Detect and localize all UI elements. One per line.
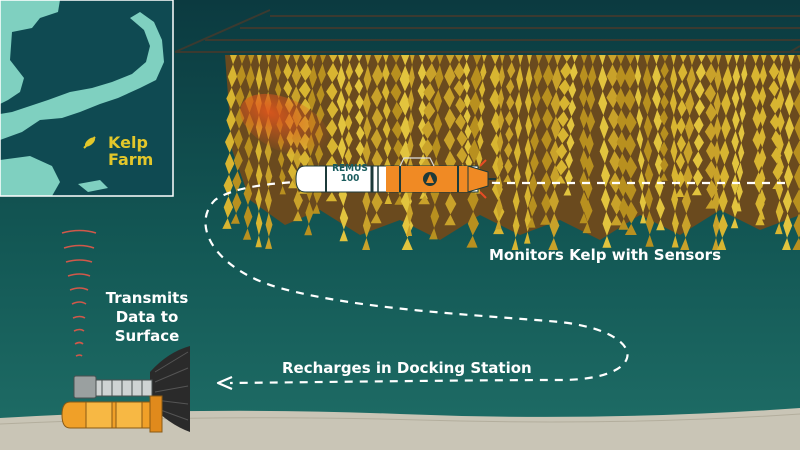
kelp-blade — [563, 55, 578, 196]
map-land-cape — [0, 12, 164, 140]
kelp-blade — [474, 55, 487, 194]
map-label-line1: Kelp — [108, 133, 148, 152]
kelp-blade — [704, 55, 718, 209]
monitor-label: Monitors Kelp with Sensors — [489, 246, 721, 264]
kelp-blade — [782, 55, 795, 250]
kelp-blade — [792, 55, 800, 250]
map-land-south — [0, 156, 60, 196]
kelp-blade — [362, 55, 372, 250]
vehicle-name-line1: REMUS — [332, 163, 368, 174]
kelp-blade — [336, 55, 349, 242]
kelp-blade — [598, 55, 612, 248]
kelp-blade — [503, 55, 516, 183]
kelp-blade — [634, 55, 647, 224]
kelp-blade — [230, 55, 246, 224]
kelp-blade — [735, 55, 748, 212]
kelp-blade — [344, 55, 353, 190]
kelp-blade — [768, 55, 783, 189]
kelp-blade — [691, 55, 706, 196]
kelp-blade — [652, 55, 665, 231]
kelp-blade — [527, 55, 543, 228]
kelp-blade — [642, 55, 654, 247]
kelp-blade — [623, 55, 638, 235]
signal-waves — [61, 229, 97, 357]
kelp-blade — [659, 55, 669, 181]
kelp-blade — [730, 55, 741, 229]
kelp-blade — [554, 55, 572, 184]
vehicle-name: REMUS 100 — [330, 164, 370, 184]
kelp-blade — [325, 55, 339, 202]
kelp-blade — [757, 55, 767, 220]
map-land-north — [0, 0, 60, 104]
map-label: Kelp Farm — [108, 134, 153, 168]
kelp-blade — [354, 55, 366, 181]
kelp-blade — [463, 55, 473, 178]
kelp-blade — [466, 55, 482, 248]
vehicle-name-line2: 100 — [340, 173, 360, 184]
map-inset — [0, 0, 174, 197]
map-island — [78, 180, 108, 192]
transmit-label-line1: Transmits — [105, 289, 189, 307]
kelp-blade — [582, 55, 597, 234]
kelp-blade — [511, 55, 524, 250]
kelp-blade — [222, 55, 238, 229]
kelp-farm-frame — [174, 9, 800, 53]
kelp-blade — [675, 55, 688, 197]
recharge-label: Recharges in Docking Station — [282, 359, 532, 377]
kelp-blade — [579, 55, 589, 224]
kelp-blade — [716, 55, 733, 250]
kelp-blade — [429, 55, 444, 240]
transmit-label: Transmits Data to Surface — [92, 289, 202, 346]
remus-vehicle — [295, 157, 496, 199]
kelp-blade — [680, 55, 696, 250]
transmit-label-line3: Surface — [114, 327, 180, 345]
kelp-blade — [524, 55, 533, 244]
sensor-plume — [240, 93, 330, 157]
docking-station — [61, 346, 190, 433]
map-label-line2: Farm — [108, 150, 154, 169]
vehicle-path — [204, 179, 785, 385]
kelp-blade — [669, 55, 679, 248]
kelp-blade — [774, 55, 786, 235]
kelp-blade — [495, 55, 505, 230]
transmit-label-line2: Data to — [115, 308, 179, 326]
kelp-farm-marker-icon — [83, 136, 96, 149]
kelp-blade — [453, 55, 469, 189]
kelp-blade — [548, 55, 562, 250]
path-arrowhead — [216, 375, 233, 391]
